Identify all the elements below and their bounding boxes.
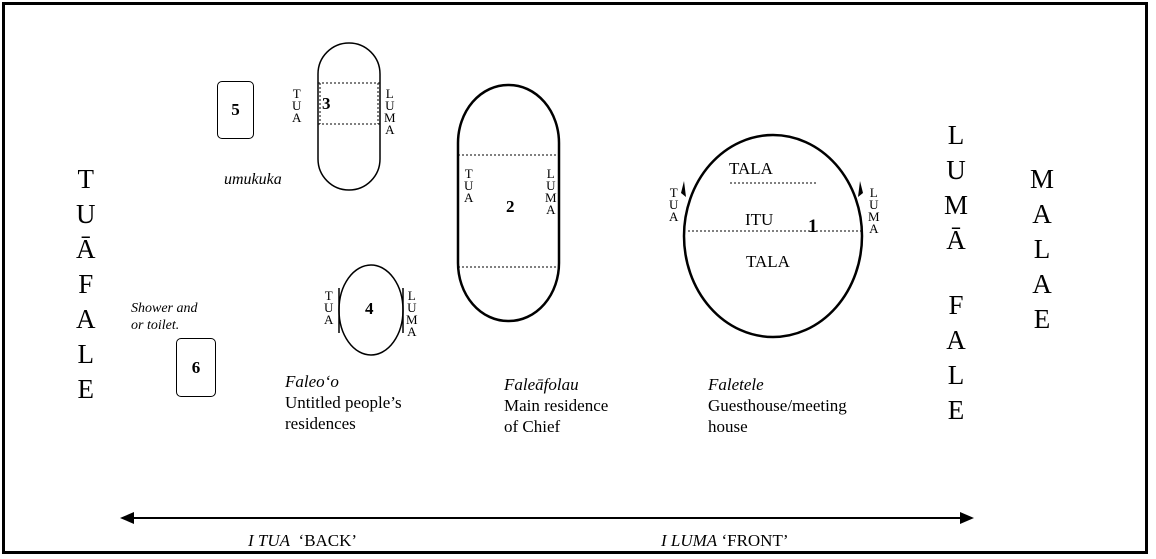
faleoo-caption: Faleo‘o Untitled people’s residences — [285, 371, 402, 434]
building-6-box: 6 — [176, 338, 216, 397]
building-4-number: 4 — [365, 299, 374, 318]
building-2-shape — [456, 83, 561, 323]
building-1-number: 1 — [808, 216, 818, 237]
faleoo-desc-1: Untitled people’s — [285, 393, 402, 412]
umukuka-label: umukuka — [224, 171, 282, 188]
building-3-shape — [317, 42, 381, 191]
building-1-left-arrow — [681, 181, 686, 197]
faleafolau-desc-1: Main residence — [504, 396, 609, 415]
axis-left-arrowhead — [120, 512, 134, 524]
building-1-right-arrow — [858, 181, 863, 197]
shower-label: Shower and or toilet. — [131, 301, 198, 333]
building-5-box: 5 — [217, 81, 254, 139]
building-1-tala-top: TALA — [729, 159, 773, 178]
building-3-number: 3 — [322, 94, 331, 113]
building-1-shape — [682, 133, 864, 339]
faletele-desc-2: house — [708, 417, 748, 436]
diagram-frame — [2, 2, 1148, 554]
faleafolau-desc-2: of Chief — [504, 417, 561, 436]
building-1-itu: ITU — [745, 210, 774, 229]
faletele-name: Faletele — [708, 375, 764, 394]
faleoo-name: Faleo‘o — [285, 372, 339, 391]
faletele-caption: Faletele Guesthouse/meeting house — [708, 374, 847, 437]
faleoo-desc-2: residences — [285, 414, 356, 433]
axis-front-label: I LUMA ‘FRONT’ — [661, 531, 789, 550]
building-1-tala-bottom: TALA — [746, 252, 790, 271]
building-2-number: 2 — [506, 197, 515, 216]
axis-right-arrowhead — [960, 512, 974, 524]
faletele-desc-1: Guesthouse/meeting — [708, 396, 847, 415]
faleafolau-caption: Faleāfolau Main residence of Chief — [504, 374, 608, 437]
axis-back-label: I TUA ‘BACK’ — [248, 531, 358, 550]
faleafolau-name: Faleāfolau — [504, 375, 579, 394]
